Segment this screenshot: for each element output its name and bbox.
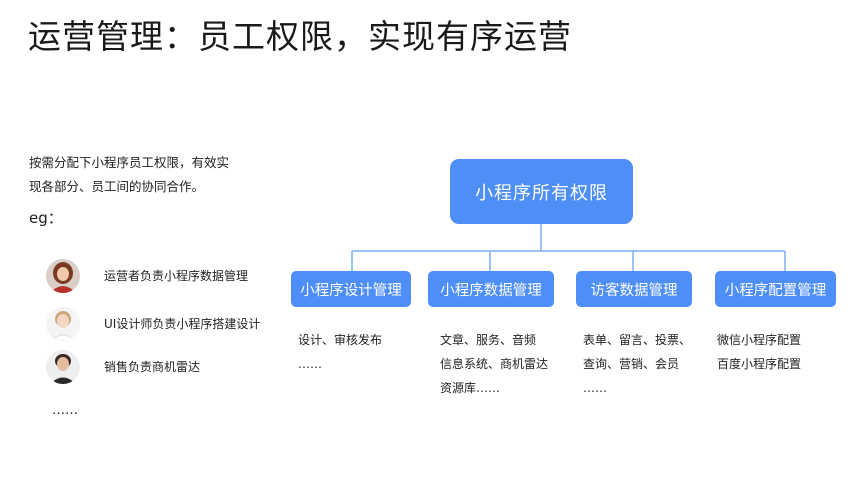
intro-line-1: 按需分配下小程序员工权限，有效实 xyxy=(29,155,230,170)
page-title: 运营管理：员工权限，实现有序运营 xyxy=(28,17,572,56)
person-description: UI设计师负责小程序搭建设计 xyxy=(104,317,261,331)
detail-line: 设计、审核发布 xyxy=(298,333,383,347)
detail-line: 微信小程序配置 xyxy=(717,333,802,347)
visitor-data-details: 表单、留言、投票、 查询、营销、会员 …… xyxy=(583,328,691,400)
more-people-ellipsis: …… xyxy=(52,403,78,418)
node-design-management: 小程序设计管理 xyxy=(291,271,411,307)
config-management-details: 微信小程序配置 百度小程序配置 xyxy=(717,328,801,376)
eg-label: eg： xyxy=(29,209,63,227)
detail-line: …… xyxy=(583,381,607,395)
intro-line-2: 现各部分、员工间的协同合作。 xyxy=(29,179,205,194)
detail-line: 百度小程序配置 xyxy=(717,357,802,371)
person-description: 运营者负责小程序数据管理 xyxy=(104,269,249,283)
avatar xyxy=(46,259,80,293)
node-visitor-data-management: 访客数据管理 xyxy=(576,271,692,307)
avatar xyxy=(46,350,80,384)
detail-line: …… xyxy=(298,357,322,371)
data-management-details: 文章、服务、音频 信息系统、商机雷达 资源库…… xyxy=(440,328,548,400)
avatar xyxy=(46,307,80,341)
detail-line: 资源库…… xyxy=(440,381,501,395)
person-description: 销售负责商机雷达 xyxy=(104,360,201,374)
node-config-management: 小程序配置管理 xyxy=(715,271,836,307)
detail-line: 表单、留言、投票、 xyxy=(583,333,692,347)
intro-text: 按需分配下小程序员工权限，有效实 现各部分、员工间的协同合作。 xyxy=(29,151,269,199)
detail-line: 查询、营销、会员 xyxy=(583,357,680,371)
detail-line: 信息系统、商机雷达 xyxy=(440,357,549,371)
root-node-all-permissions: 小程序所有权限 xyxy=(450,159,633,224)
node-data-management: 小程序数据管理 xyxy=(428,271,554,307)
detail-line: 文章、服务、音频 xyxy=(440,333,537,347)
design-management-details: 设计、审核发布 …… xyxy=(298,328,382,376)
